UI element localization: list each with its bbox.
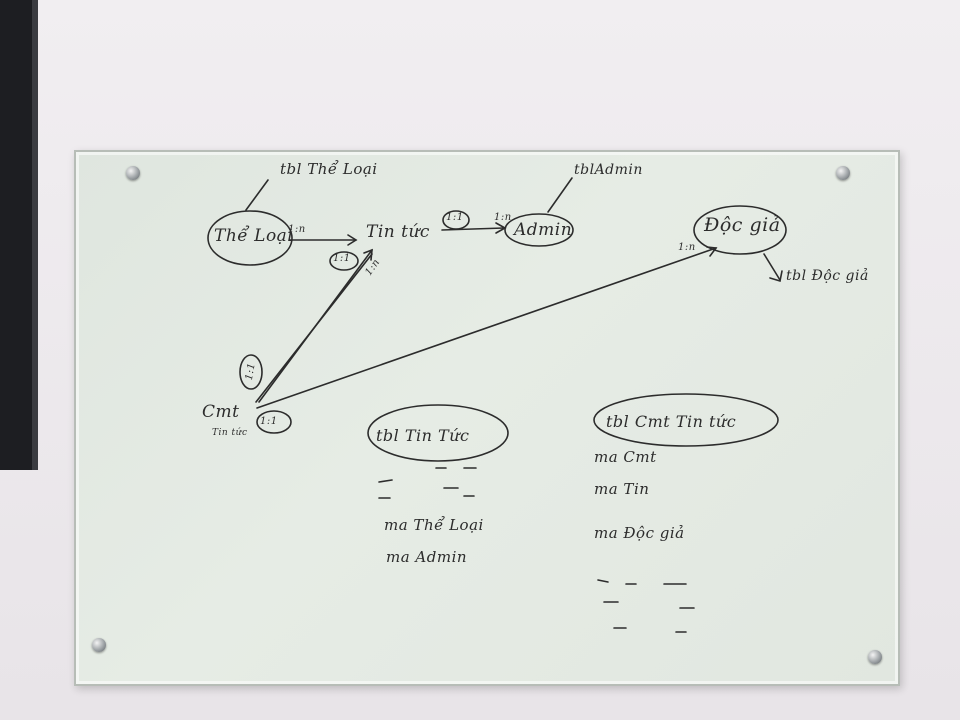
field-ma-cmt: ma Cmt [594, 448, 657, 466]
field-ma-admin: ma Admin [386, 548, 468, 566]
dash-7 [597, 579, 609, 583]
field-ma-tin: ma Tin [594, 480, 650, 498]
table-name-tin-tuc: tbl Tin Tức [376, 426, 470, 445]
rel-circle-4 [256, 410, 292, 434]
relation-label-1n-b: 1:n [494, 212, 512, 223]
ink-strokes [207, 177, 787, 633]
mount-bolt-top-right [836, 166, 850, 180]
arrow-tintuc-admin [441, 227, 505, 231]
table-name-doc-gia: tbl Độc giả [786, 268, 869, 284]
ellipse-doc-gia [693, 205, 787, 255]
arrow-cmt-docgia [256, 247, 717, 409]
relation-label-11-d: 1:1 [260, 416, 278, 427]
arrowhead-theloai-tintuc [347, 234, 358, 246]
arrowhead-cmt-docgia [706, 246, 718, 257]
arrowhead-cmt-tintuc [363, 248, 373, 261]
ellipse-tbl-cmt [593, 393, 779, 447]
table-name-cmt: tbl Cmt Tin tức [606, 412, 737, 431]
entity-doc-gia: Độc giả [704, 214, 781, 236]
ellipse-the-loai [207, 210, 293, 266]
entity-the-loai: Thể Loại [214, 226, 294, 246]
ellipse-tbl-tin-tuc [367, 404, 509, 462]
pointer-tbl-doc-gia [763, 253, 781, 281]
glass-whiteboard: tbl Thể Loại Thể Loại 1:n 1:1 Tin tức 1:… [74, 150, 900, 686]
field-ma-doc-gia: ma Độc giả [594, 524, 685, 542]
arrowhead-tintuc-admin [495, 222, 507, 234]
dash-3 [378, 479, 393, 483]
entity-cmt: Cmt [202, 402, 240, 422]
pointer-tbl-the-loai [245, 179, 269, 211]
relation-label-1n-a: 1:n [288, 224, 306, 235]
relation-label-11-a: 1:1 [333, 253, 351, 264]
field-ma-the-loai: ma Thể Loại [384, 516, 484, 534]
relation-label-11-b: 1:1 [446, 212, 464, 223]
mount-bolt-bottom-right [868, 650, 882, 664]
arrow-tintuc-cmt [255, 253, 373, 403]
table-name-admin: tblAdmin [574, 162, 643, 178]
table-name-the-loai: tbl Thể Loại [280, 160, 378, 178]
entity-cmt-subtitle: Tin tức [212, 428, 248, 438]
door-frame [0, 0, 38, 470]
mount-bolt-top-left [126, 166, 140, 180]
mount-bolt-bottom-left [92, 638, 106, 652]
rel-circle-3 [239, 354, 263, 390]
relation-label-1n-d: 1:n [678, 242, 696, 253]
glass-panel [74, 150, 900, 686]
door-frame-edge [32, 0, 38, 470]
pointer-tbl-admin [547, 177, 573, 213]
entity-tin-tuc: Tin tức [366, 222, 430, 242]
entity-admin: Admin [514, 220, 573, 240]
ellipse-admin [504, 213, 574, 247]
pointer-tbl-doc-gia-head [769, 270, 783, 283]
rel-circle-1 [329, 251, 359, 271]
